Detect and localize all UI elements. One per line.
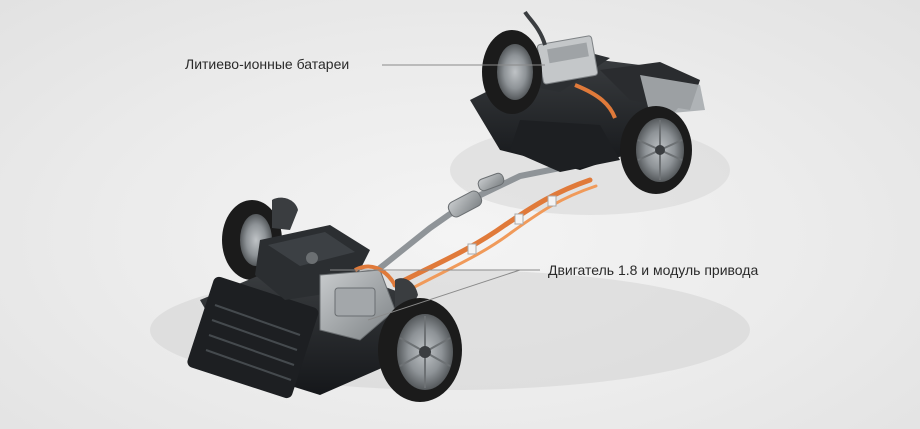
rear-left-wheel	[482, 30, 542, 114]
rear-right-wheel	[620, 106, 692, 194]
front-right-wheel	[378, 298, 462, 402]
exhaust-system	[377, 165, 563, 271]
callout-engine-label: Двигатель 1.8 и модуль привода	[548, 262, 759, 278]
leader-line-engine	[330, 269, 540, 321]
callout-batteries-label: Литиево-ионные батареи	[185, 56, 350, 72]
engine-and-drive-module	[187, 197, 420, 399]
high-voltage-cables	[392, 177, 598, 294]
